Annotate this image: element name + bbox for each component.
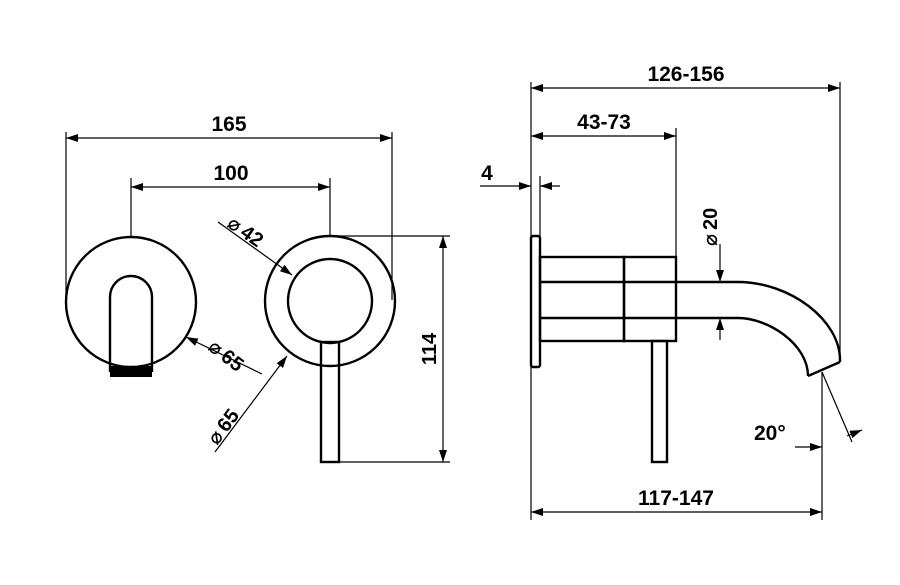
dim-handle-disc-diameter: 42: [236, 221, 267, 252]
dim-front-center-distance: 100: [213, 162, 248, 185]
diameter-symbol-20: ⌀: [700, 234, 722, 246]
side-body-front: [622, 255, 678, 343]
dim-side-body-length: 43-73: [577, 111, 631, 134]
handle-plate: [263, 234, 397, 368]
spout-plate: [64, 235, 198, 369]
leader-65-spout: [185, 336, 263, 375]
leader-65-handle: [214, 355, 288, 453]
handle-disc: [286, 257, 374, 345]
side-spout: [540, 280, 842, 377]
dim-spout-angle: 20°: [754, 422, 786, 445]
side-lever: [650, 339, 669, 464]
side-spout-outlet: [807, 360, 841, 378]
dim-side-total-length: 126-156: [647, 63, 724, 86]
side-body-rear: [538, 255, 626, 343]
leader-42: [217, 221, 293, 276]
angle-arrow-right: [846, 429, 863, 439]
side-wall-plate: [529, 234, 542, 369]
spout-outlet: [110, 366, 152, 377]
spout-front: [108, 274, 154, 372]
side-view: 126-156 43-73 4 ⌀ 20 117-147 20°: [480, 63, 863, 520]
dim-spout-diameter: 20: [700, 208, 722, 230]
handle-lever: [319, 340, 341, 464]
front-view: 165 100 114 ⌀ 42 ⌀ 65 ⌀ 65: [64, 113, 450, 464]
dim-side-base-length: 117-147: [638, 487, 714, 510]
dim-plate-thickness: 4: [481, 162, 493, 185]
dim-front-height: 114: [419, 332, 441, 365]
dim-front-width-total: 165: [211, 113, 246, 136]
